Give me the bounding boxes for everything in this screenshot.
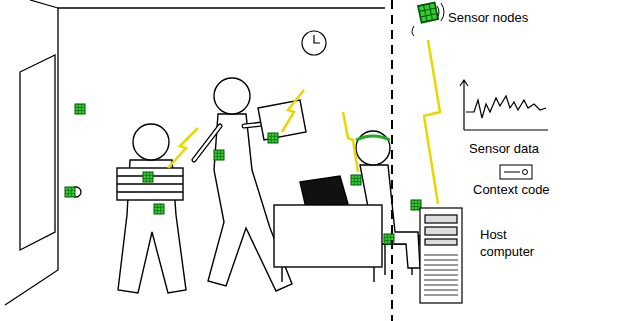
sensor-node-icon <box>412 2 444 36</box>
room <box>58 7 385 8</box>
host-computer-icon <box>420 208 462 303</box>
host-computer-icon <box>425 215 457 223</box>
sensor-data-graph <box>460 80 548 130</box>
person-showing-paper <box>214 78 250 114</box>
sensor-node-icon <box>412 26 414 36</box>
desk-and-seated-person <box>356 136 390 140</box>
room <box>30 0 58 8</box>
sensor-node-icon <box>418 2 438 22</box>
sensor-data-graph <box>466 96 546 118</box>
desk-and-seated-person <box>274 131 420 282</box>
room <box>5 0 385 305</box>
host-computer-icon <box>425 239 457 245</box>
context-code-icon <box>500 165 532 179</box>
host-computer-icon <box>424 255 458 295</box>
room <box>5 8 58 305</box>
sensor-nodes <box>75 104 85 114</box>
sensor-node-icon <box>437 3 444 21</box>
sensor-nodes <box>65 104 421 244</box>
sensor-nodes <box>154 204 164 214</box>
sensor-nodes <box>268 133 278 143</box>
label: Host computer <box>480 226 542 260</box>
host-computer-icon <box>420 208 462 303</box>
divider-line <box>391 0 393 321</box>
sensor-data-graph <box>460 80 548 130</box>
sensor-nodes <box>143 172 153 182</box>
sensor-nodes <box>214 150 224 160</box>
label: Sensor data <box>469 140 569 157</box>
person-showing-paper <box>258 100 306 140</box>
desk-and-seated-person <box>274 205 382 267</box>
radio-link <box>282 90 304 132</box>
clock <box>314 35 320 43</box>
host-computer-icon <box>425 227 457 235</box>
radio-link <box>424 40 440 204</box>
clock <box>302 31 326 55</box>
person-carrying-papers <box>117 124 186 293</box>
context-code-icon <box>504 172 520 173</box>
desk-and-seated-person <box>282 267 374 282</box>
sensor-nodes <box>65 187 75 197</box>
label: Sensor nodes <box>448 9 548 26</box>
context-code-icon <box>500 165 532 179</box>
desk-and-seated-person <box>300 176 348 208</box>
person-carrying-papers <box>133 124 169 160</box>
radio-link <box>168 128 198 168</box>
desk-and-seated-person <box>356 131 390 165</box>
sensor-nodes <box>351 175 361 185</box>
context-code-icon <box>523 170 528 175</box>
room <box>20 55 55 250</box>
person-carrying-papers <box>117 168 183 200</box>
radio-link <box>168 40 440 204</box>
label: Context code <box>473 181 573 198</box>
radio-link <box>343 112 358 172</box>
person-carrying-papers <box>118 160 186 293</box>
clock <box>302 31 326 55</box>
sensor-node-icon <box>418 2 438 22</box>
